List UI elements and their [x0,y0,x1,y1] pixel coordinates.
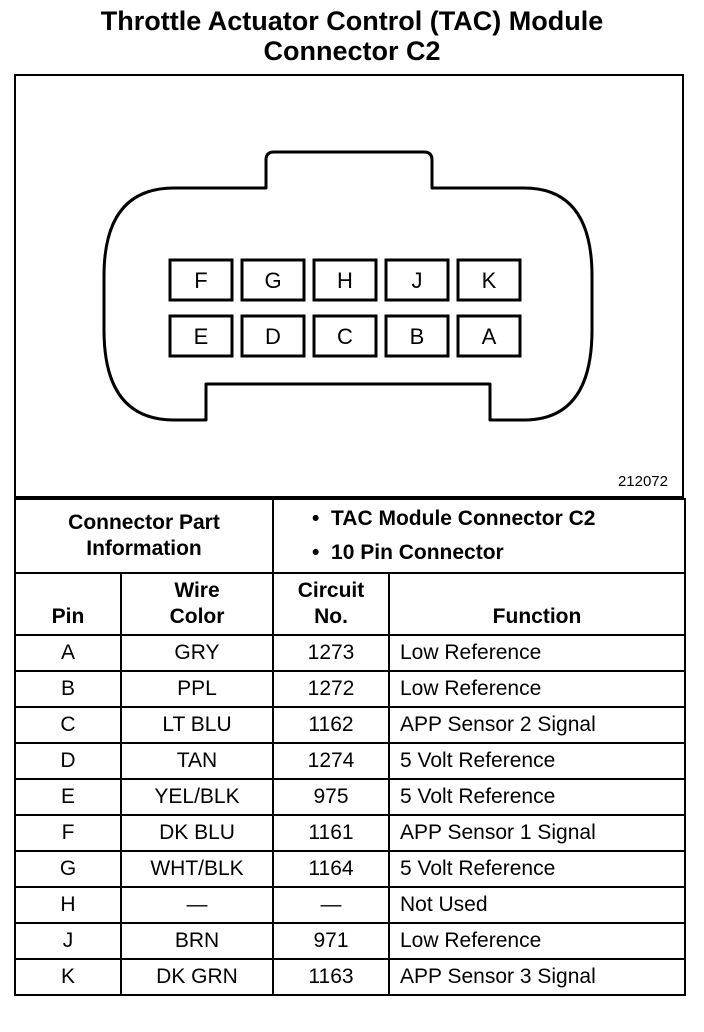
pin-label: B [410,324,425,349]
figure-id: 212072 [617,473,668,490]
header-circuit-no: Circuit No. [272,572,390,636]
pin-cell: G [14,850,122,888]
pin-cell: K [14,958,122,996]
pin-cavity-k: K [456,258,522,302]
part-info-list: TAC Module Connector C2 10 Pin Connector [271,498,687,574]
function-cell: Low Reference [387,634,687,672]
circuit-cell: 1272 [272,670,390,708]
circuit-cell: — [272,886,390,924]
wire-color-cell: TAN [120,742,274,780]
function-cell: Not Used [387,886,687,924]
pin-cell: J [14,922,122,960]
wire-color-cell: LT BLU [120,706,274,744]
header-function: Function [387,572,687,636]
circuit-cell: 1274 [272,742,390,780]
function-cell: 5 Volt Reference [387,850,687,888]
table-header-row: Pin Wire Color Circuit No. Function [14,572,687,636]
wire-color-cell: — [120,886,274,924]
title-line-2: Connector C2 [263,36,441,66]
pin-label: A [482,324,497,349]
pin-cavity-e: E [168,314,234,358]
part-info-item: TAC Module Connector C2 [312,502,684,536]
wire-color-cell: DK GRN [120,958,274,996]
table-row: H——Not Used [14,886,687,924]
part-info-item: 10 Pin Connector [312,536,684,570]
connector-diagram: F G H J K E D C B A 212072 [14,74,684,498]
pin-label: H [337,268,353,293]
pin-cell: C [14,706,122,744]
part-info-label: Connector Part Information [14,498,274,574]
wire-color-cell: PPL [120,670,274,708]
circuit-cell: 1164 [272,850,390,888]
pin-cell: D [14,742,122,780]
function-cell: APP Sensor 1 Signal [387,814,687,852]
wire-color-cell: WHT/BLK [120,850,274,888]
function-cell: Low Reference [387,670,687,708]
pin-label: C [337,324,353,349]
pin-cavity-h: H [312,258,378,302]
circuit-cell: 1161 [272,814,390,852]
circuit-cell: 1273 [272,634,390,672]
function-cell: Low Reference [387,922,687,960]
pin-cavity-d: D [240,314,306,358]
title-line-1: Throttle Actuator Control (TAC) Module [100,6,604,36]
pin-label: J [412,268,423,293]
page-title: Throttle Actuator Control (TAC) Module C… [0,6,704,66]
wire-color-cell: GRY [120,634,274,672]
function-cell: 5 Volt Reference [387,778,687,816]
pin-label: E [194,324,209,349]
connector-face-drawing: F G H J K E D C B A [102,150,594,422]
pin-cavity-b: B [384,314,450,358]
connector-outline [102,150,594,422]
wire-color-cell: DK BLU [120,814,274,852]
pin-label: G [264,268,281,293]
pin-label: K [482,268,497,293]
wire-color-cell: BRN [120,922,274,960]
pin-cell: B [14,670,122,708]
pin-label: F [194,268,207,293]
connector-pin-table: Connector Part Information TAC Module Co… [14,498,687,996]
circuit-cell: 975 [272,778,390,816]
pin-cavity-f: F [168,258,234,302]
circuit-cell: 1163 [272,958,390,996]
pin-label: D [265,324,281,349]
pin-cell: E [14,778,122,816]
pin-cavity-c: C [312,314,378,358]
pin-cavity-j: J [384,258,450,302]
function-cell: APP Sensor 3 Signal [387,958,687,996]
part-info-row: Connector Part Information TAC Module Co… [14,498,687,574]
circuit-cell: 971 [272,922,390,960]
pin-cell: A [14,634,122,672]
function-cell: 5 Volt Reference [387,742,687,780]
circuit-cell: 1162 [272,706,390,744]
function-cell: APP Sensor 2 Signal [387,706,687,744]
pin-cavity-g: G [240,258,306,302]
wire-color-cell: YEL/BLK [120,778,274,816]
header-wire-color: Wire Color [120,572,274,636]
pin-cell: H [14,886,122,924]
pin-cell: F [14,814,122,852]
pin-cavity-a: A [456,314,522,358]
header-pin: Pin [14,572,122,636]
